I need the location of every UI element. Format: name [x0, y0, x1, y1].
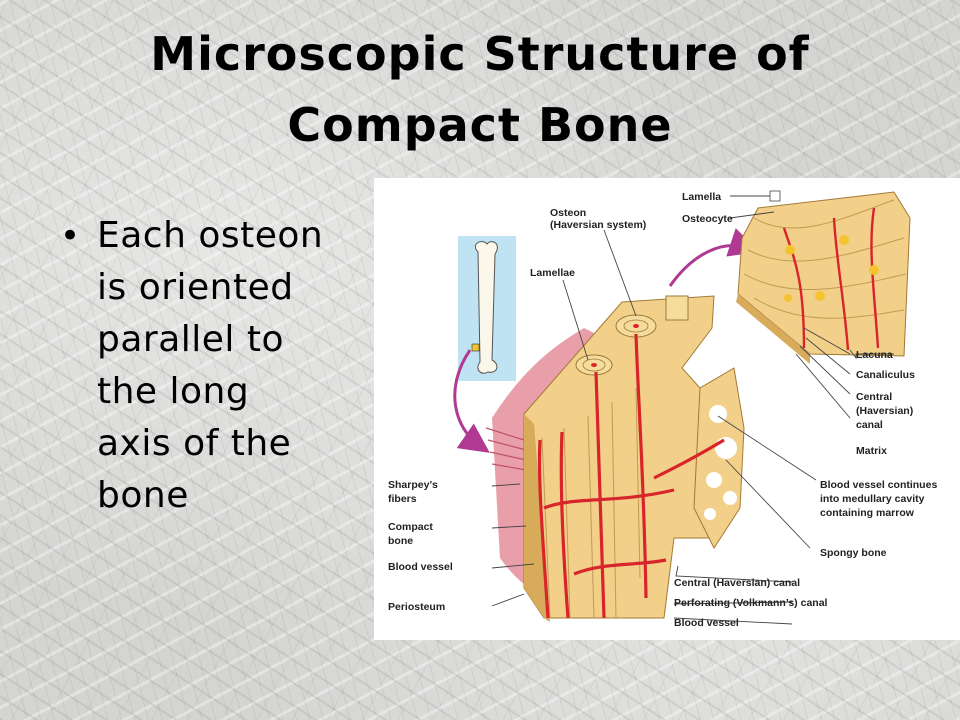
compact-bone-illustration: Osteon (Haversian system) Lamellae Lamel… — [388, 190, 937, 629]
blood-vessels — [537, 333, 725, 619]
bullet-line-6: bone — [97, 475, 189, 516]
bullet-line-1: Each osteon — [97, 215, 324, 256]
label-perforating-canal: Perforating (Volkmann’s) canal — [674, 597, 828, 609]
long-bone-icon — [474, 241, 498, 374]
label-central-canal-3: canal — [856, 419, 883, 431]
label-osteocyte: Osteocyte — [682, 213, 733, 225]
bullet-line-4: the long — [97, 371, 250, 412]
label-sharpeys-1: Sharpey’s — [388, 479, 438, 491]
label-osteon: Osteon — [550, 207, 586, 219]
label-central-canal-1: Central — [856, 391, 892, 403]
label-blood-vessel-bottom: Blood vessel — [674, 617, 739, 629]
osteocyte-marker — [785, 245, 795, 255]
label-blood-vessel-left: Blood vessel — [388, 561, 453, 573]
zoom-arrow-right-icon — [668, 228, 760, 287]
label-central-canal-2: (Haversian) — [856, 405, 913, 417]
label-compact-bone-1: Compact — [388, 521, 433, 533]
spongy-bone-region — [693, 367, 745, 550]
sharpeys-fibers — [485, 427, 527, 471]
label-osteon-haversian: (Haversian system) — [550, 219, 646, 231]
osteon-segment-cutout — [665, 295, 689, 321]
label-blood-vessel-continues-2: into medullary cavity — [820, 493, 925, 505]
label-matrix: Matrix — [856, 445, 887, 457]
zoom-arrow-left-icon — [453, 349, 490, 453]
label-lamellae: Lamellae — [530, 267, 575, 279]
selection-square-icon — [471, 343, 480, 352]
label-periosteum: Periosteum — [388, 601, 445, 613]
bullet-line-2: is oriented — [97, 267, 294, 308]
label-canaliculus: Canaliculus — [856, 369, 915, 381]
slide-title-line-2: Compact Bone — [287, 98, 673, 152]
magnified-osteon — [737, 191, 911, 357]
lamella-callout-box — [769, 190, 781, 202]
bullet-line-5: axis of the — [97, 423, 292, 464]
bullet-marker: • — [60, 216, 81, 256]
label-lamella: Lamella — [682, 191, 721, 203]
label-blood-vessel-continues-1: Blood vessel continues — [820, 479, 937, 491]
compact-bone-block — [523, 295, 717, 619]
figure-panel: Osteon (Haversian system) Lamellae Lamel… — [374, 178, 960, 640]
label-compact-bone-2: bone — [388, 535, 413, 547]
slide-title-line-1: Microscopic Structure of — [150, 27, 810, 81]
label-spongy-bone: Spongy bone — [820, 547, 887, 559]
label-lacuna: Lacuna — [856, 349, 893, 361]
lamellae-lines — [541, 387, 641, 619]
label-blood-vessel-continues-3: containing marrow — [820, 507, 915, 519]
bullet-line-3: parallel to — [97, 319, 285, 360]
label-central-canal-bottom: Central (Haversian) canal — [674, 577, 800, 589]
label-sharpeys-2: fibers — [388, 493, 417, 505]
